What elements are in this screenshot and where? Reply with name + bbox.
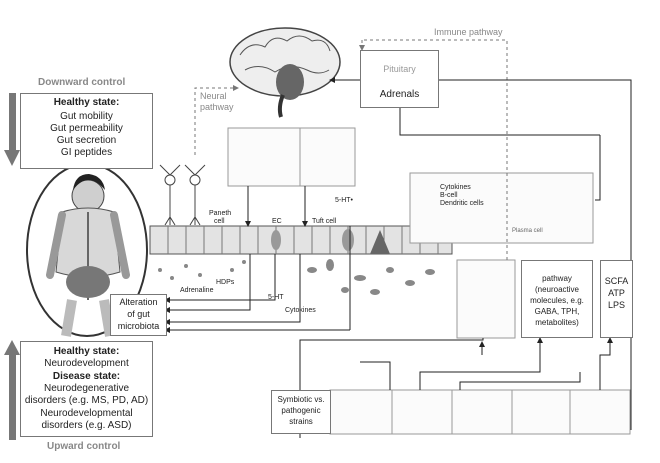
neural-pathway-label: Neural — [200, 91, 227, 101]
alteration-microbiota-box: Alteration of gut microbiota — [110, 294, 167, 336]
tuft-cell-label: Tuft cell — [312, 218, 337, 225]
serotonin-label: 5-HT — [268, 294, 284, 301]
disease-item: Neurodegenerative — [43, 383, 130, 394]
alteration-line: Alteration — [119, 297, 158, 307]
pathway-line: (neuroactive — [534, 285, 580, 294]
adrenals-label: Adrenals — [379, 89, 420, 100]
plasma-cell-label: Plasma cell — [512, 228, 543, 234]
healthy-item: GI peptides — [60, 147, 113, 158]
downward-control-label: Downward control — [38, 77, 126, 88]
immune-cell-label: B-cell — [440, 192, 458, 199]
symbiotic-line: pathogenic — [281, 406, 321, 415]
pathway-line: pathway — [542, 274, 572, 283]
alteration-line: microbiota — [117, 321, 160, 331]
symbiotic-strains-box: Symbiotic vs. pathogenic strains — [271, 390, 331, 434]
healthy-title: Healthy state: — [53, 346, 120, 357]
pituitary-label: Pituitary — [383, 64, 416, 74]
scfa-label: SCFA — [604, 276, 629, 286]
paneth-cell-label: Paneth — [209, 210, 232, 217]
disease-item: disorders (e.g. MS, PD, AD) — [24, 395, 149, 406]
scfa-atp-lps-box: SCFA ATP LPS — [600, 260, 633, 338]
disease-item: Neurodevelopmental — [40, 408, 133, 419]
symbiotic-line: Symbiotic vs. — [277, 395, 325, 404]
atp-label: ATP — [608, 288, 625, 298]
healthy-state-bottom-box: Healthy state: Neurodevelopment Disease … — [20, 341, 153, 437]
immune-pathway-label: Immune pathway — [434, 27, 503, 37]
ec-cell-label: EC — [272, 218, 282, 225]
pathway-line: GABA, TPH, — [534, 307, 580, 316]
pathway-line: metabolites) — [535, 318, 579, 327]
upward-arrow — [4, 340, 20, 440]
cytokines-label: Cytokines — [285, 307, 316, 314]
faded-panels — [227, 127, 631, 435]
healthy-state-top-box: Healthy state: Gut mobility Gut permeabi… — [20, 93, 153, 169]
upward-control-label: Upward control — [47, 441, 121, 452]
immune-cell-label: Cytokines — [440, 184, 471, 191]
pituitary-adrenals-box: Pituitary Adrenals — [360, 50, 439, 108]
microbiota — [158, 259, 435, 295]
intestinal-epithelium — [149, 225, 453, 255]
healthy-item: Neurodevelopment — [44, 358, 129, 369]
neuron-icon — [159, 164, 206, 226]
healthy-title: Healthy state: — [53, 97, 120, 108]
pathway-lines — [194, 39, 508, 260]
pathway-line: molecules, e.g. — [530, 296, 584, 305]
immune-cell-label: Dendritic cells — [440, 200, 484, 207]
healthy-item: Gut mobility — [60, 111, 113, 122]
disease-item: disorders (e.g. ASD) — [41, 420, 132, 431]
healthy-item: Gut permeability — [50, 123, 123, 134]
serotonin-label: 5-HT• — [335, 197, 354, 204]
disease-title: Disease state: — [52, 371, 121, 382]
neural-pathway-label: pathway — [200, 102, 234, 112]
adrenaline-label: Adrenaline — [180, 287, 214, 294]
brain-icon — [229, 27, 341, 118]
neuroactive-pathway-box: pathway (neuroactive molecules, e.g. GAB… — [521, 260, 593, 338]
hdps-label: HDPs — [216, 279, 235, 286]
paneth-cell-label: cell — [214, 218, 225, 225]
symbiotic-line: strains — [289, 417, 313, 426]
healthy-item: Gut secretion — [56, 135, 117, 146]
downward-arrow — [4, 93, 20, 166]
human-body-figure — [26, 163, 148, 337]
alteration-line: of gut — [127, 309, 150, 319]
lps-label: LPS — [607, 300, 625, 310]
